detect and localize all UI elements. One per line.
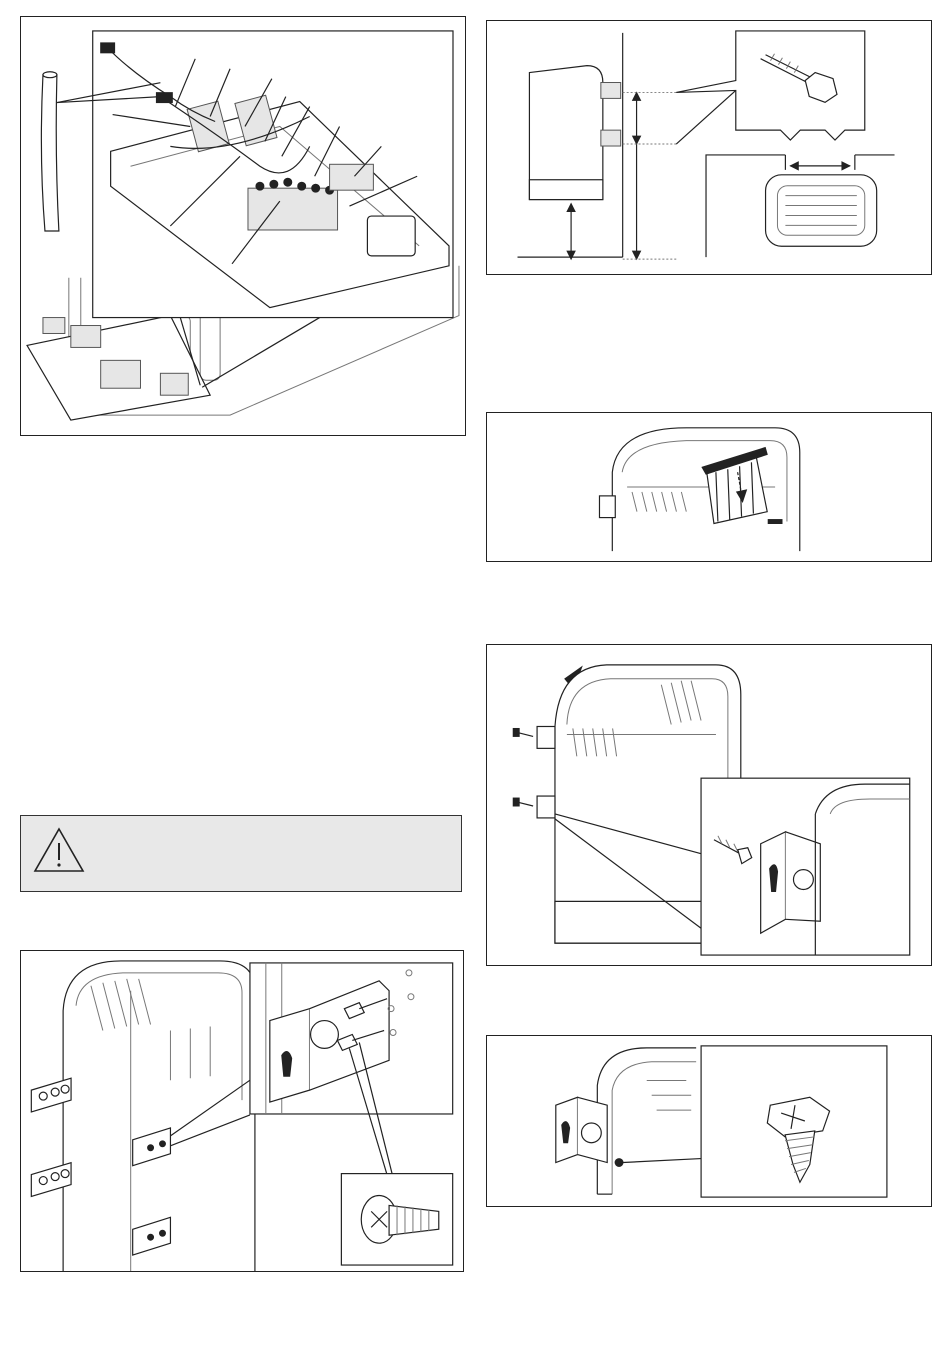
connector-plug-2 bbox=[156, 93, 172, 103]
screw-icon-upper bbox=[513, 728, 533, 736]
sliding-mount-illustration bbox=[487, 645, 931, 965]
wall-bracket-upper bbox=[601, 83, 621, 99]
bracket-attach-illustration bbox=[21, 951, 463, 1271]
connector-plug bbox=[101, 43, 115, 53]
fixing-screw-illustration bbox=[487, 1036, 931, 1206]
bracket-loose-lower bbox=[31, 1163, 71, 1197]
control-board-illustration bbox=[21, 17, 465, 435]
figure-wall-mount-dimensions bbox=[486, 20, 932, 275]
bracket-mounted-lower bbox=[133, 1217, 171, 1255]
warning-triangle-icon bbox=[33, 826, 85, 874]
figure-stone-guard-insert bbox=[486, 412, 932, 562]
wall-bracket bbox=[556, 1097, 607, 1162]
heater-body bbox=[612, 428, 799, 551]
cable-sleeve bbox=[41, 75, 59, 231]
wall-bracket-lower bbox=[537, 796, 555, 818]
wall-bracket-lower bbox=[601, 130, 621, 146]
bracket-mounted-upper bbox=[133, 1128, 171, 1166]
screw-icon-lower bbox=[513, 798, 533, 806]
fixing-screw-small bbox=[615, 1159, 623, 1167]
figure-control-board-wiring bbox=[20, 16, 466, 436]
thermostat-module bbox=[367, 216, 415, 256]
bracket-loose-upper bbox=[31, 1078, 71, 1112]
warning-box bbox=[20, 815, 462, 892]
wall-bracket bbox=[599, 496, 615, 518]
terminal-block-main bbox=[248, 188, 338, 230]
wall-mount-illustration bbox=[487, 21, 931, 274]
figure-bracket-screw-attach bbox=[20, 950, 464, 1272]
terminal-block-small bbox=[330, 164, 374, 190]
figure-bracket-fixing-screw bbox=[486, 1035, 932, 1207]
stone-guard-illustration bbox=[487, 413, 931, 561]
figure-heater-sliding-mount bbox=[486, 644, 932, 966]
wall-bracket-upper bbox=[537, 726, 555, 748]
